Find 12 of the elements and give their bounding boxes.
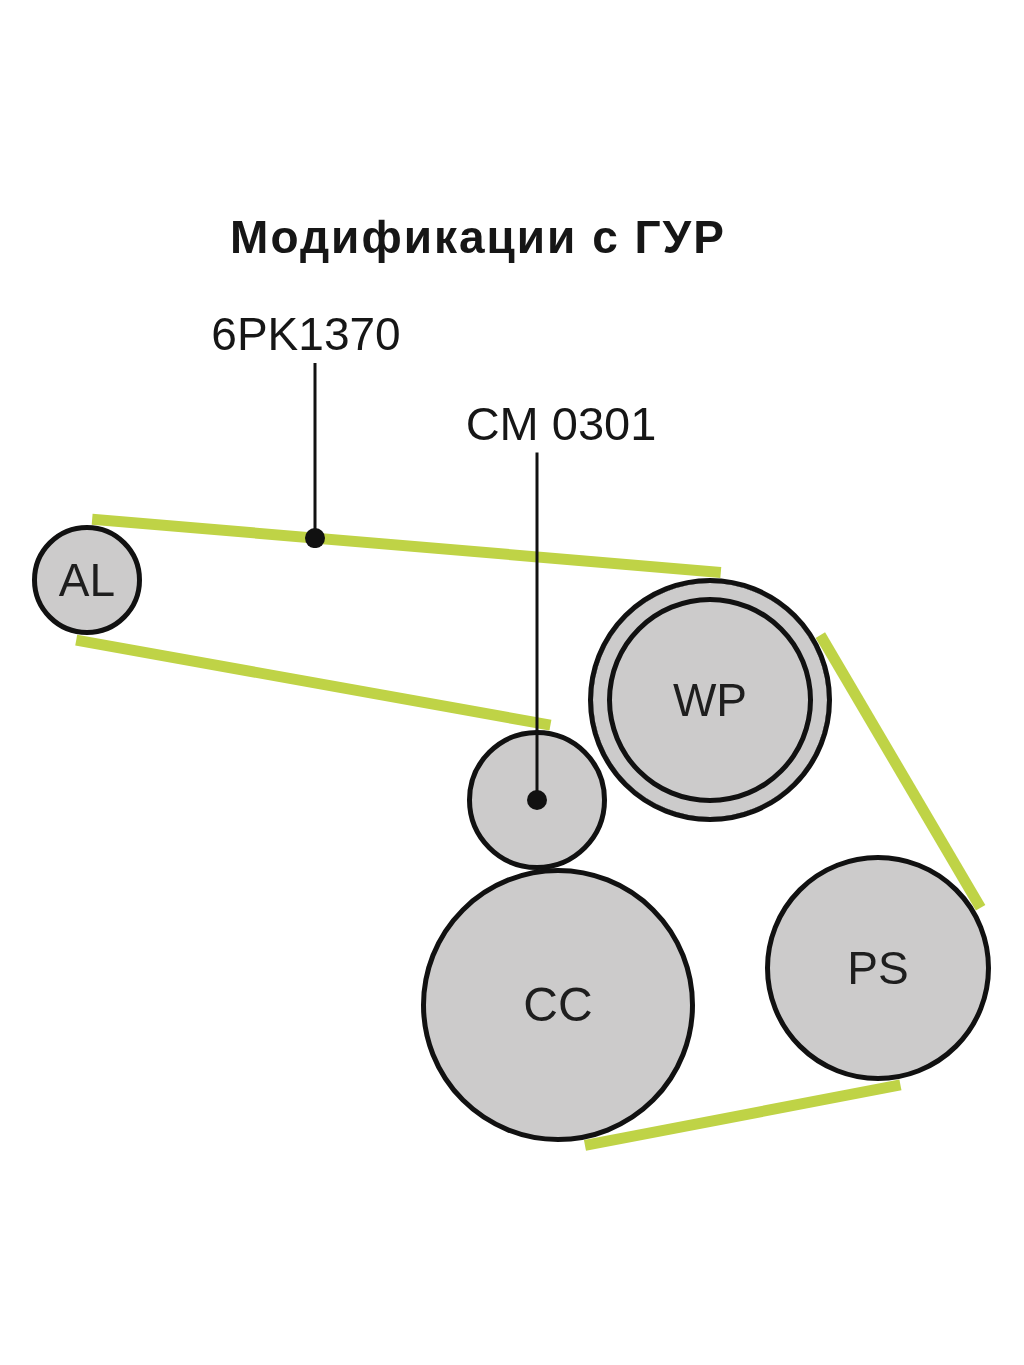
belt-segment [91, 513, 722, 578]
pulley-label: AL [58, 557, 116, 603]
pulley-label: WP [672, 677, 748, 723]
pulley-label: PS [847, 945, 909, 991]
belt-segment [815, 632, 986, 911]
belt-segment [75, 634, 552, 731]
part-number-label: CM 0301 [465, 399, 657, 447]
leader-line [527, 452, 547, 810]
leader-line [305, 363, 325, 549]
part-number-label: 6PK1370 [211, 311, 401, 357]
pulley-label: CC [523, 981, 593, 1029]
belt-segment [583, 1079, 902, 1151]
